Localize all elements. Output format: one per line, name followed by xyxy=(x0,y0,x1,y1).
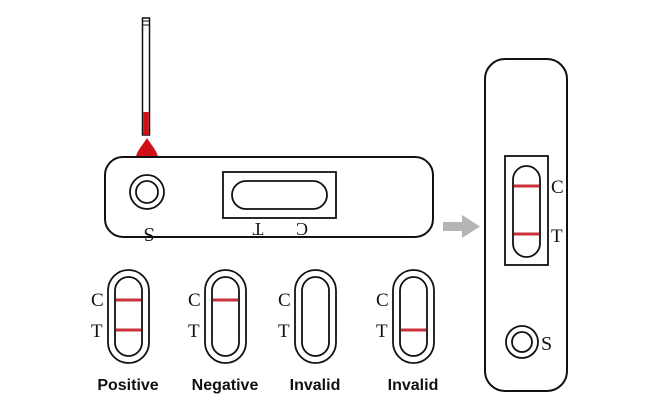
marker-c: C xyxy=(188,290,201,311)
result-window xyxy=(512,165,541,258)
marker-t: T xyxy=(376,321,388,342)
sample-well-label: S xyxy=(143,223,154,245)
result-examples: C T Positive C T Negative C T Invalid xyxy=(91,269,439,394)
result-label: Positive xyxy=(97,377,158,394)
dropper-icon xyxy=(141,17,151,136)
arrow-right-icon xyxy=(443,215,480,238)
window-label-t: T xyxy=(551,226,563,247)
window-label-c: C xyxy=(296,219,308,239)
result-example: C T Invalid xyxy=(278,269,341,394)
result-label: Negative xyxy=(192,377,259,394)
result-window-frame xyxy=(222,171,337,219)
cassette-vertical: C T S xyxy=(484,58,568,392)
result-window-frame xyxy=(504,155,549,266)
result-label: Invalid xyxy=(388,377,439,394)
marker-t: T xyxy=(188,321,200,342)
result-example: C T Positive xyxy=(91,269,159,394)
result-example: C T Invalid xyxy=(376,269,439,394)
dropper-blood-fill xyxy=(143,112,149,135)
window-label-c: C xyxy=(551,177,564,198)
marker-c: C xyxy=(278,290,291,311)
result-label: Invalid xyxy=(290,377,341,394)
window-label-t: T xyxy=(253,219,264,239)
sample-well xyxy=(129,174,165,210)
marker-t: T xyxy=(91,321,103,342)
marker-t: T xyxy=(278,321,290,342)
marker-c: C xyxy=(91,290,104,311)
result-window xyxy=(231,180,328,210)
sample-well xyxy=(505,325,539,359)
sample-well-label: S xyxy=(541,333,552,355)
result-example: C T Negative xyxy=(188,269,259,394)
cassette-horizontal: S T C xyxy=(104,156,434,245)
marker-c: C xyxy=(376,290,389,311)
